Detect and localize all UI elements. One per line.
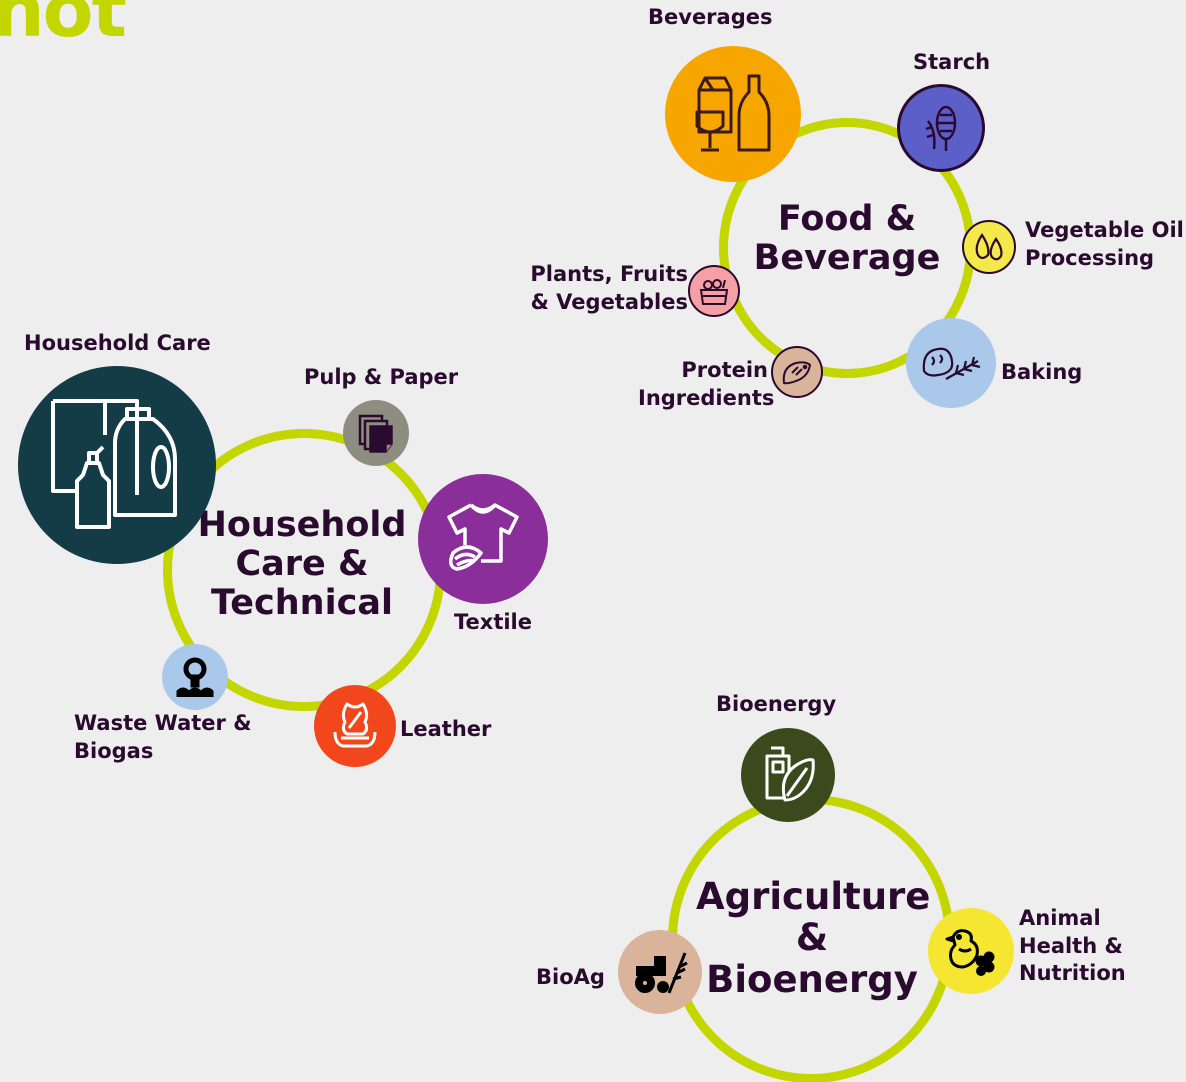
household-care-label: Household Care	[24, 331, 211, 355]
tractor-wheat-icon	[631, 947, 689, 997]
vegetable-oil-label: Vegetable Oil Processing	[1025, 218, 1184, 270]
beverages-label: Beverages	[648, 5, 773, 29]
baking-label: Baking	[1001, 360, 1083, 384]
textile-node[interactable]	[418, 474, 548, 604]
bioag-label: BioAg	[536, 965, 605, 989]
bioenergy-node[interactable]	[741, 728, 835, 822]
bread-wheat-icon	[920, 341, 982, 385]
chicken-icon	[943, 923, 999, 979]
tshirt-icon	[441, 497, 525, 581]
starch-label: Starch	[913, 50, 991, 74]
water-treatment-icon	[175, 657, 215, 697]
textile-label: Textile	[454, 610, 533, 634]
produce-crate-icon	[697, 276, 731, 306]
beverages-node[interactable]	[665, 46, 801, 182]
household-title: Household Care & Technical	[197, 505, 407, 624]
baking-node[interactable]	[906, 318, 996, 408]
animal-health-label: Animal Health & Nutrition	[1019, 906, 1126, 986]
bioag-node[interactable]	[618, 930, 702, 1014]
protein-label: Protein Ingredients	[638, 358, 775, 410]
leather-label: Leather	[400, 717, 492, 741]
corn-icon	[916, 101, 966, 155]
paper-stack-icon	[356, 412, 396, 454]
protein-node[interactable]	[771, 346, 823, 398]
waste-water-node[interactable]	[162, 644, 228, 710]
pulp-paper-node[interactable]	[343, 400, 409, 466]
waste-water-label: Waste Water & Biogas	[74, 711, 252, 763]
fish-icon	[780, 357, 814, 387]
food-beverage-title: Food & Beverage	[753, 199, 941, 279]
fuel-leaf-icon	[759, 744, 817, 806]
beverages-icon	[693, 72, 773, 156]
starch-node[interactable]	[897, 84, 985, 172]
bioenergy-label: Bioenergy	[716, 692, 837, 716]
household-care-node[interactable]	[18, 366, 216, 564]
vegetable-oil-node[interactable]	[962, 220, 1016, 274]
plants-node[interactable]	[688, 265, 740, 317]
leather-node[interactable]	[314, 685, 396, 767]
agriculture-title: Agriculture & Bioenergy	[696, 875, 931, 1001]
pulp-paper-label: Pulp & Paper	[304, 365, 459, 389]
detergent-bottles-icon	[47, 395, 187, 535]
corner-title-fragment: hot	[0, 0, 127, 54]
leather-hide-icon	[329, 700, 381, 752]
plants-label: Plants, Fruits & Vegetables	[530, 262, 688, 314]
animal-health-node[interactable]	[928, 908, 1014, 994]
oil-drops-icon	[972, 231, 1006, 263]
